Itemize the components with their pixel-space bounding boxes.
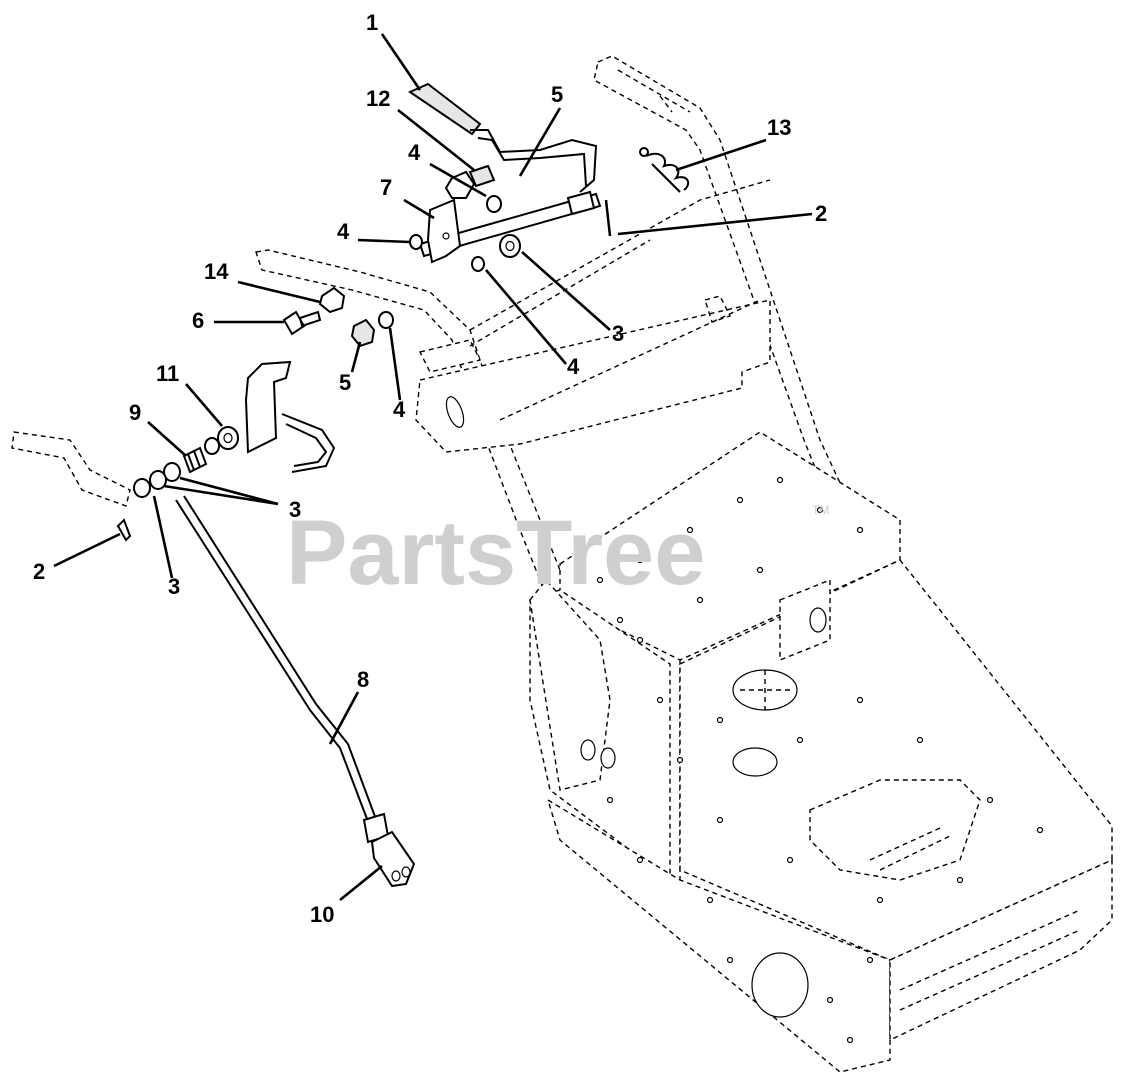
chassis-holes xyxy=(596,476,1044,1044)
lower-linkage-assembly xyxy=(11,360,416,888)
part-7-bracket xyxy=(426,198,462,264)
callout-c9: 9 xyxy=(129,400,141,425)
part-6-bolt xyxy=(282,310,322,336)
callout-c13: 13 xyxy=(767,115,791,140)
chassis-right-rail xyxy=(889,858,1113,1042)
watermark-text: PartsTree xyxy=(286,502,705,604)
chassis-frame xyxy=(255,55,1113,1073)
callout-c3b: 3 xyxy=(289,497,301,522)
callout-c3a: 3 xyxy=(612,321,624,346)
callout-c14: 14 xyxy=(204,259,229,284)
part-4-washer-c xyxy=(471,256,485,272)
callout-c4b: 4 xyxy=(337,219,350,244)
part-5-nut-lower xyxy=(350,318,376,348)
callout-c12: 12 xyxy=(366,86,390,111)
part-4-washer-a xyxy=(486,195,502,213)
part-2-pin-lower xyxy=(116,518,132,542)
callout-c7: 7 xyxy=(380,175,392,200)
callout-c1: 1 xyxy=(366,10,378,35)
part-13-spring xyxy=(639,147,690,193)
callout-c3c: 3 xyxy=(168,574,180,599)
part-4-washer-e xyxy=(204,437,220,455)
callout-c2a: 2 xyxy=(815,201,827,226)
part-3-washer-b xyxy=(163,462,181,482)
callout-c8: 8 xyxy=(357,667,369,692)
callout-c4d: 4 xyxy=(393,397,406,422)
upper-control-assembly xyxy=(282,82,690,348)
callout-c5a: 5 xyxy=(551,82,563,107)
part-3-washer-c xyxy=(149,470,167,490)
lower-bracket xyxy=(244,360,292,454)
callout-c10: 10 xyxy=(310,902,334,927)
part-4-washer-d xyxy=(378,311,394,329)
callout-c11: 11 xyxy=(156,361,179,386)
watermark: PartsTree TM xyxy=(286,502,829,604)
control-shaft xyxy=(418,192,602,258)
callout-c4a: 4 xyxy=(408,140,421,165)
handle-cross-panel xyxy=(415,299,771,453)
callout-c5b: 5 xyxy=(339,370,351,395)
callout-c2b: 2 xyxy=(33,559,45,584)
part-4-washer-b xyxy=(409,234,423,250)
part-8-control-rod xyxy=(175,499,373,833)
callout-c4c: 4 xyxy=(567,354,580,379)
handle-right-tube xyxy=(593,55,849,512)
watermark-trademark: TM xyxy=(812,503,829,517)
part-12-key xyxy=(468,164,496,188)
part-3-washer-d xyxy=(133,478,151,498)
leader-lines xyxy=(53,33,813,902)
part-2-pin-top xyxy=(604,199,612,237)
part-1-control-grip xyxy=(407,82,482,136)
lower-lever-handle xyxy=(11,431,131,507)
part-14-nut xyxy=(318,286,346,314)
callout-c6: 6 xyxy=(192,308,204,333)
chassis-side xyxy=(546,798,891,1073)
